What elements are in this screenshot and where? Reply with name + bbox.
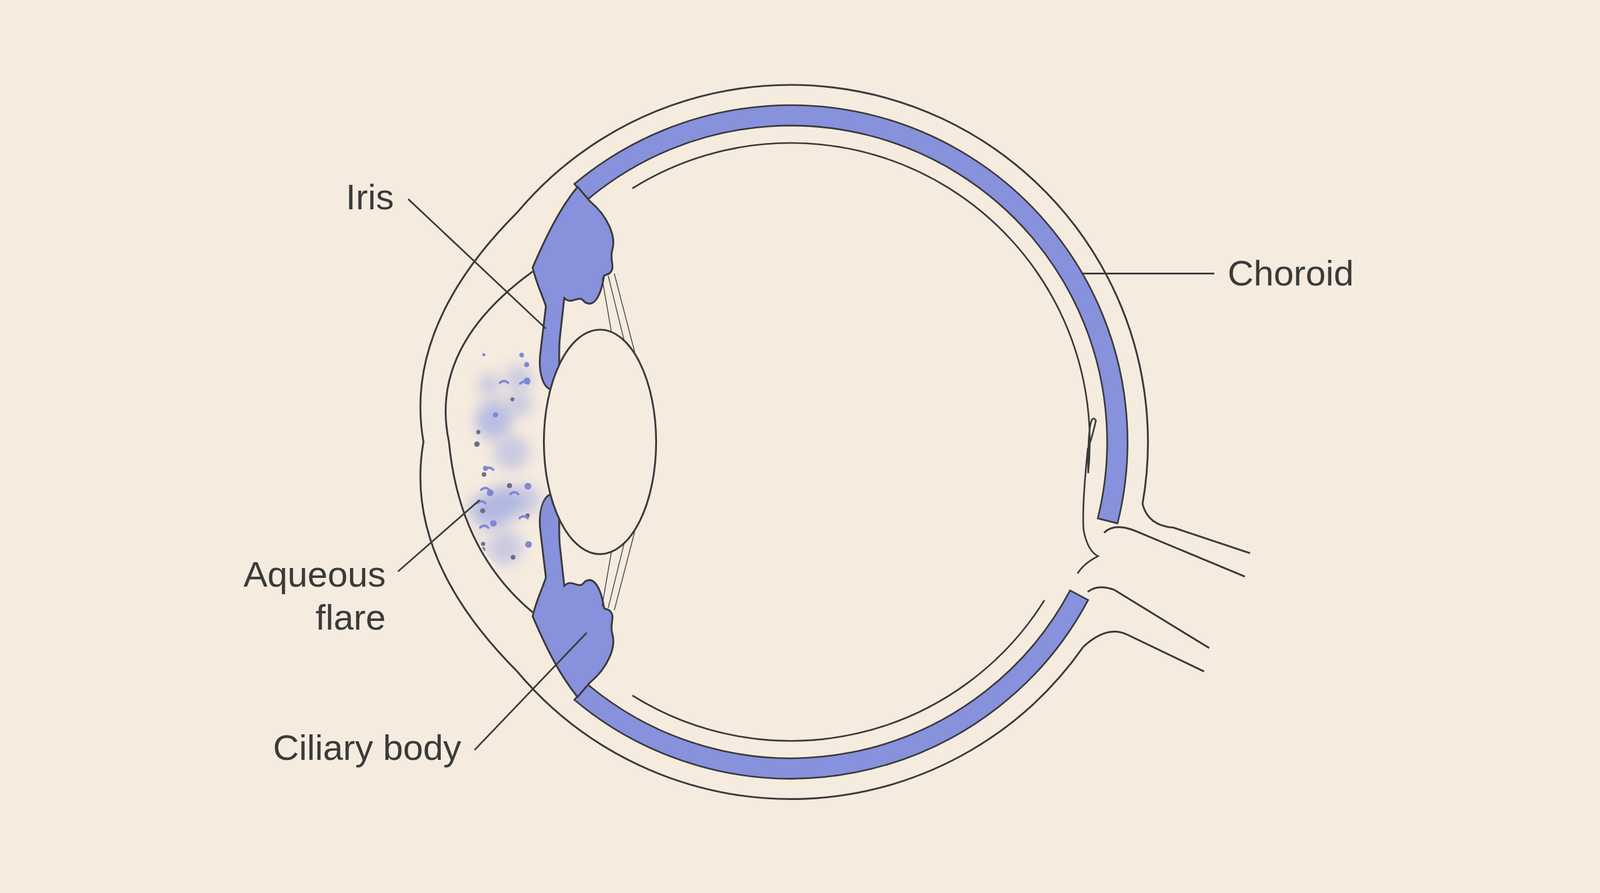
choroid-band xyxy=(574,105,1128,524)
part-label: Iris xyxy=(345,175,395,219)
retina xyxy=(632,143,1099,574)
eye-drawing xyxy=(397,84,1250,799)
optic-nerve xyxy=(1104,527,1245,577)
leader-line xyxy=(397,500,480,572)
lens xyxy=(543,329,656,555)
cornea xyxy=(445,271,533,613)
part-label: Aqueous flare xyxy=(211,552,386,640)
sclera-outline xyxy=(420,212,1084,799)
choroid-band xyxy=(574,590,1089,780)
optic-nerve xyxy=(1083,631,1205,672)
leader-line xyxy=(474,632,587,750)
retina xyxy=(632,600,1045,742)
part-label: Ciliary body xyxy=(272,726,462,770)
part-label: Choroid xyxy=(1227,251,1354,295)
aqueous-flare-texture xyxy=(458,352,541,573)
leader-line xyxy=(408,198,546,329)
leader-line xyxy=(1081,272,1214,275)
optic-nerve xyxy=(1087,587,1210,649)
